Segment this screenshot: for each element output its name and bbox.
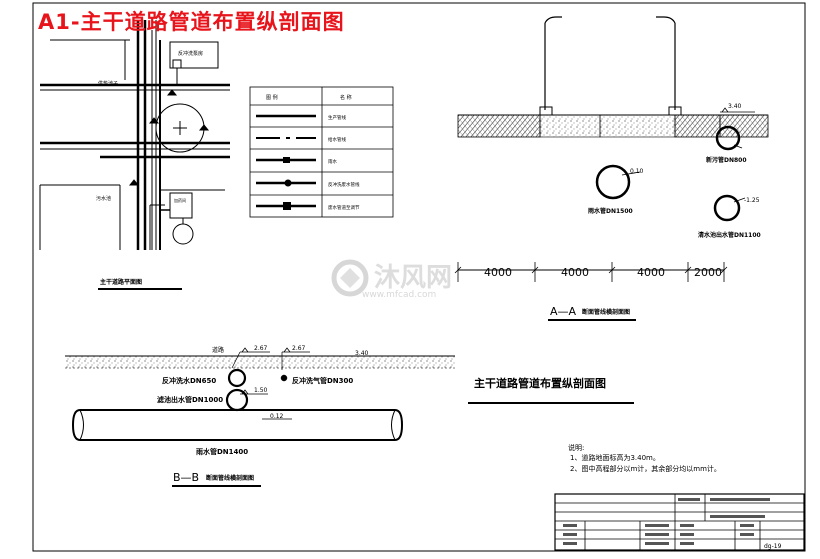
bb-caption-prefix: B—B: [173, 471, 199, 484]
notes-item-2: 2、图中高程部分以m计，其余部分均以mm计。: [570, 464, 721, 473]
section-aa: [454, 16, 769, 282]
title-block-sheet-no: dg-19: [764, 543, 782, 550]
plan-caption: 主干道路平面图: [100, 278, 142, 286]
bb-dim-e2: 2.67: [292, 345, 306, 352]
bb-pipe-rain: 雨水管DN1400: [196, 447, 248, 456]
notes-heading: 说明:: [568, 443, 584, 452]
aa-pipe-rain: 雨水管DN1500: [588, 207, 633, 215]
page-title: A1-主干道路管道布置纵剖面图: [38, 10, 345, 34]
bb-dim-e3: 3.40: [355, 350, 369, 357]
plan-label-box: 加药间: [174, 197, 186, 203]
plan-view: [39, 20, 230, 250]
notes-item-1: 1、道路地面标高为3.40m。: [570, 453, 660, 462]
aa-dim-d3: -1.25: [744, 197, 760, 204]
aa-caption: 断面管线横剖面图: [582, 308, 630, 316]
bb-dim-e5: 0.12: [270, 413, 284, 420]
aa-span-4: 2000: [694, 266, 722, 279]
bb-pipe-backwash: 反冲洗水DN650: [162, 376, 216, 385]
aa-dim-d2: 0.10: [630, 168, 644, 175]
legend-header-name: 名 称: [340, 94, 352, 101]
legend-table: [249, 86, 394, 218]
legend-row-3: 雨水: [328, 158, 337, 165]
title-block: [554, 493, 805, 551]
aa-span-1: 4000: [484, 266, 512, 279]
bb-pipe-drain: 反冲洗气管DN300: [292, 376, 353, 385]
drawing-title: 主干道路管道布置纵剖面图: [474, 376, 606, 390]
title-block-fill: [563, 498, 770, 545]
aa-pipe-clear: 清水池出水管DN1100: [698, 231, 761, 239]
legend-header-symbol: 图 例: [266, 94, 278, 101]
bb-caption: 断面管线横剖面图: [206, 474, 254, 482]
legend-symbol-marks: [283, 157, 292, 210]
legend-row-1: 生产管线: [328, 114, 346, 121]
legend-row-2: 给水管线: [328, 136, 346, 143]
watermark: [331, 259, 369, 297]
aa-span-3: 4000: [637, 266, 665, 279]
aa-caption-prefix: A—A: [550, 305, 577, 318]
bb-dim-e4: 1.50: [254, 387, 268, 394]
drawing-frame: [32, 2, 806, 552]
watermark-url: www.mfcad.com: [362, 290, 436, 300]
watermark-cn: 沐风网: [374, 263, 452, 293]
plan-label-building: 反冲洗泵房: [178, 50, 203, 57]
legend-row-4: 反冲洗废水管线: [328, 181, 360, 188]
section-bb: [65, 347, 455, 441]
bb-road: 道路: [212, 346, 224, 354]
bb-pipe-outlet: 滤池出水管DN1000: [157, 395, 223, 404]
plan-label-pool-upper: 供热池子: [98, 80, 118, 87]
bb-dim-e1: 2.67: [254, 345, 268, 352]
aa-dim-d1: 3.40: [728, 103, 742, 110]
aa-pipe-waste: 新污管DN800: [706, 156, 747, 164]
aa-span-2: 4000: [561, 266, 589, 279]
legend-row-5: 废水管道至调节: [328, 204, 360, 211]
plan-label-pool-lower: 污水池: [96, 195, 111, 202]
